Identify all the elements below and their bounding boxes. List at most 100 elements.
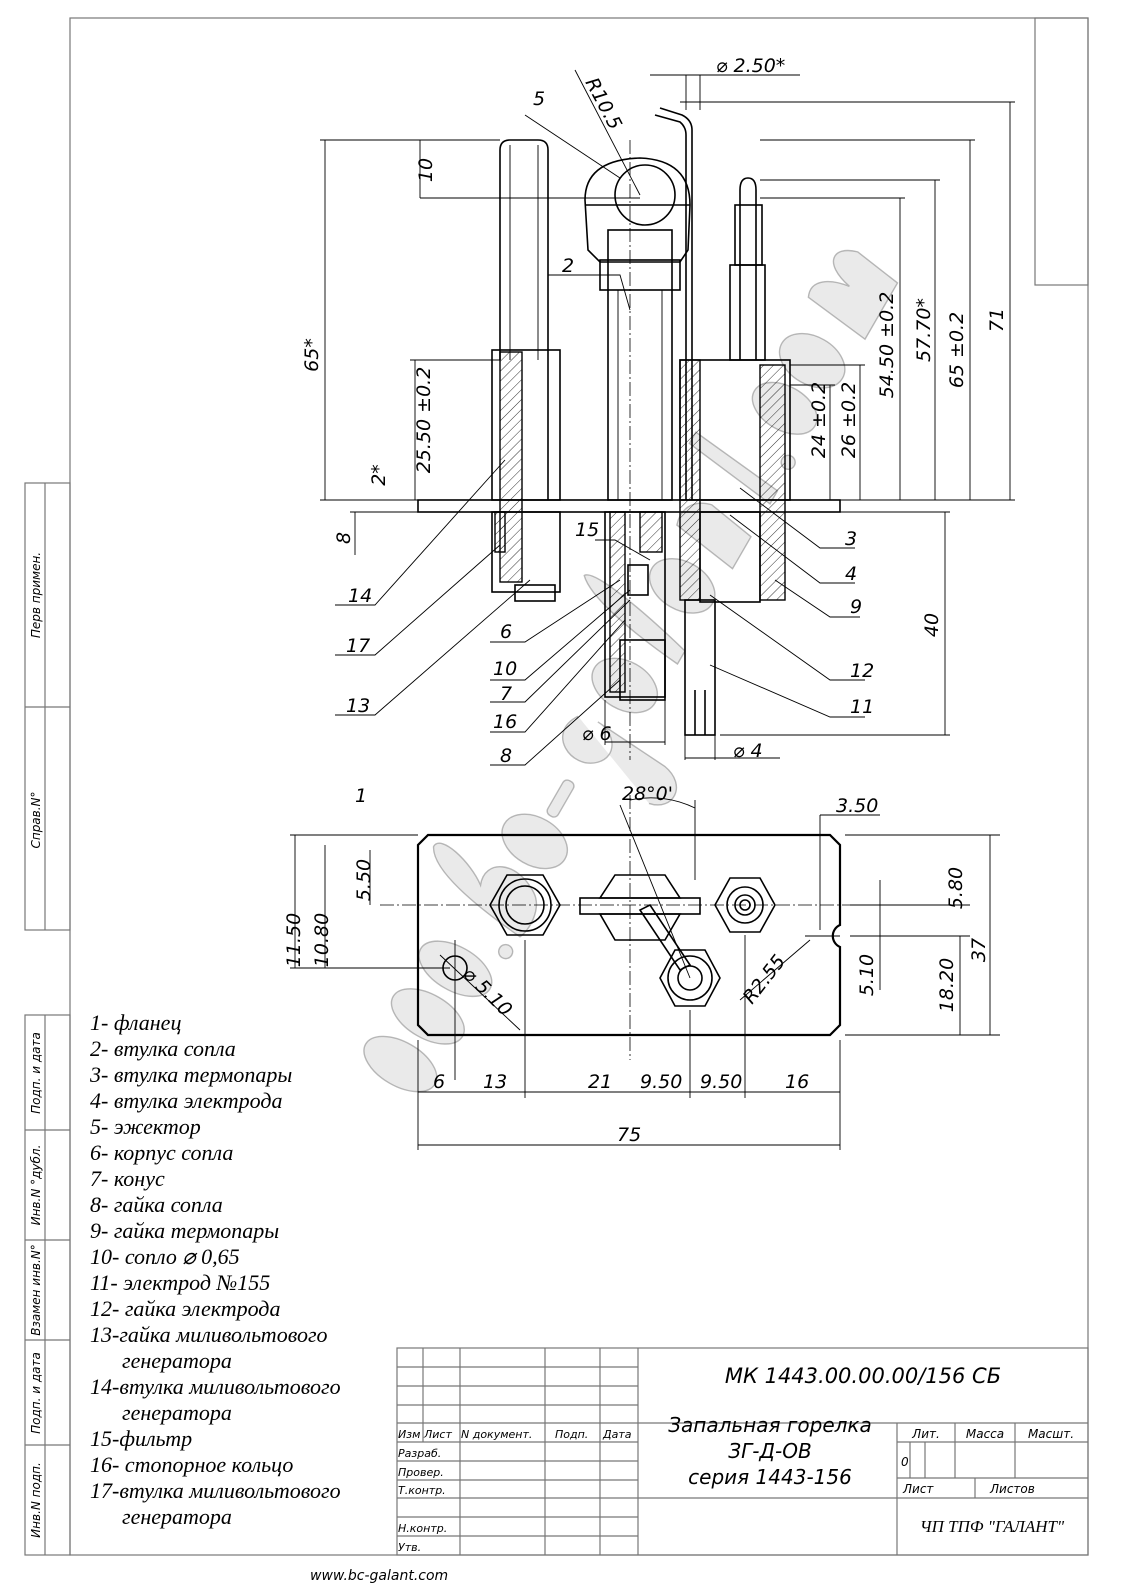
dim-75: 75 [617,1124,641,1146]
drawing-name-2: ЗГ-Д-ОВ [728,1439,812,1463]
dim-9-50-a: 9.50 [640,1071,682,1093]
dim-2-star: 2* [368,464,390,486]
balloon-14: 14 [348,585,372,607]
dim-37: 37 [968,938,990,962]
dim-6: 6 [433,1071,445,1093]
dim-5-80: 5.80 [945,867,967,909]
legend-item: 10- сопло ⌀ 0,65 [90,1244,240,1269]
dim-11-50: 11.50 [283,913,305,967]
dim-71: 71 [986,308,1008,332]
dim-phi-2-50: ⌀ 2.50* [716,55,785,77]
dim-25-50: 25.50 ±0.2 [413,367,435,474]
legend-item: 7- конус [90,1166,165,1191]
company-name: ЧП ТПФ "ГАЛАНТ" [920,1517,1065,1536]
col-header: Подп. [555,1428,588,1441]
dim-13: 13 [483,1071,507,1093]
dim-54-50: 54.50 ±0.2 [876,292,898,399]
legend-item: 1- фланец [90,1010,181,1035]
dimension-labels-top: ⌀ 2.50* R10.5 10 65* 25.50 ±0.2 2* 8 54.… [301,55,1008,762]
footer-url: www.bc-galant.com [310,1568,448,1584]
legend-item: 15-фильтр [90,1426,192,1451]
balloon-8: 8 [500,745,512,767]
balloon-5: 5 [533,88,545,110]
dim-24: 24 ±0.2 [808,382,830,458]
legend-item: 2- втулка сопла [90,1036,236,1061]
mass-label: Масса [966,1427,1004,1441]
dim-16: 16 [785,1071,809,1093]
watermark-graphic [363,249,899,1093]
row-label: Т.контр. [398,1484,446,1497]
balloon-10: 10 [493,658,517,680]
legend-item: генератора [122,1504,232,1529]
side-label: Перв примен. [29,552,43,638]
side-label: Подп. и дата [29,1032,43,1114]
balloon-7: 7 [500,683,512,705]
dim-65-star: 65* [301,338,323,372]
dim-9-50-b: 9.50 [700,1071,742,1093]
legend-item: 8- гайка сопла [90,1192,223,1217]
legend-item: 17-втулка миливольтового [90,1478,341,1503]
balloon-11: 11 [850,696,874,718]
title-block: МК 1443.00.00.00/156 СБ Запальная горелк… [396,1347,1089,1556]
dim-40: 40 [921,613,943,637]
side-label: Инв.N °дубл. [29,1145,43,1226]
legend-item: 4- втулка электрода [90,1088,283,1113]
balloon-1: 1 [355,785,367,807]
legend-item: 9- гайка термопары [90,1218,279,1243]
legend-item: 5- эжектор [90,1114,201,1139]
sheets-label: Листов [989,1482,1035,1496]
legend-item: 16- стопорное кольцо [90,1452,293,1477]
side-strip: Перв примен. Справ.N° Подп. и дата Инв.N… [24,482,71,1556]
legend-item: 6- корпус сопла [90,1140,233,1165]
legend-item: 12- гайка электрода [90,1296,280,1321]
legend-item: 13-гайка миливольтового [90,1322,328,1347]
dim-18-20: 18.20 [936,958,958,1012]
balloons: 5 2 3 4 9 12 11 15 14 17 13 6 10 7 16 8 … [346,88,874,807]
dim-57-70: 57.70* [913,298,935,362]
sheet-label: Лист [902,1482,934,1496]
section-view [417,107,841,760]
side-label: Инв.N подп. [29,1462,43,1538]
balloon-13: 13 [346,695,370,717]
dim-65: 65 ±0.2 [946,312,968,388]
dim-5-10: 5.10 [856,954,878,996]
balloon-15: 15 [575,519,599,541]
dim-8: 8 [333,532,355,544]
dim-5-50: 5.50 [353,859,375,901]
balloon-12: 12 [850,660,874,682]
col-header: Лист [423,1428,452,1441]
drawing-name-1: Запальная горелка [668,1413,872,1437]
legend-item: 11- электрод №155 [90,1270,270,1295]
balloon-9: 9 [850,596,862,618]
legend-item: генератора [122,1348,232,1373]
dim-3-50: 3.50 [836,795,878,817]
lit-label: Лит. [911,1427,940,1441]
row-label: Разраб. [398,1447,441,1460]
legend-item: генератора [122,1400,232,1425]
balloon-16: 16 [493,711,517,733]
dim-10-80: 10.80 [311,913,333,967]
row-label: Утв. [398,1541,421,1554]
dimension-lines-bottom [290,797,1000,1150]
row-label: Н.контр. [398,1522,447,1535]
dim-21: 21 [588,1071,612,1093]
dim-r10-5: R10.5 [581,74,626,133]
dimension-lines-top [320,69,1015,766]
row-label: Провер. [398,1466,444,1479]
dim-phi-4: ⌀ 4 [733,740,763,762]
dim-r2-55: R2.55 [739,951,791,1008]
col-header: Изм [398,1428,420,1441]
balloon-6: 6 [500,621,512,643]
scale-label: Масшт. [1028,1427,1074,1441]
lit-value: 0 [901,1455,909,1469]
legend-item: 14-втулка миливольтового [90,1374,341,1399]
dim-26: 26 ±0.2 [838,382,860,458]
side-label: Справ.N° [29,791,43,848]
dim-10: 10 [415,158,437,182]
balloon-3: 3 [845,528,857,550]
col-header: N документ. [461,1428,532,1441]
drawing-designation: МК 1443.00.00.00/156 СБ [725,1364,1001,1388]
side-label: Подп. и дата [29,1352,43,1434]
parts-legend: 1- фланец 2- втулка сопла 3- втулка терм… [89,1010,341,1529]
